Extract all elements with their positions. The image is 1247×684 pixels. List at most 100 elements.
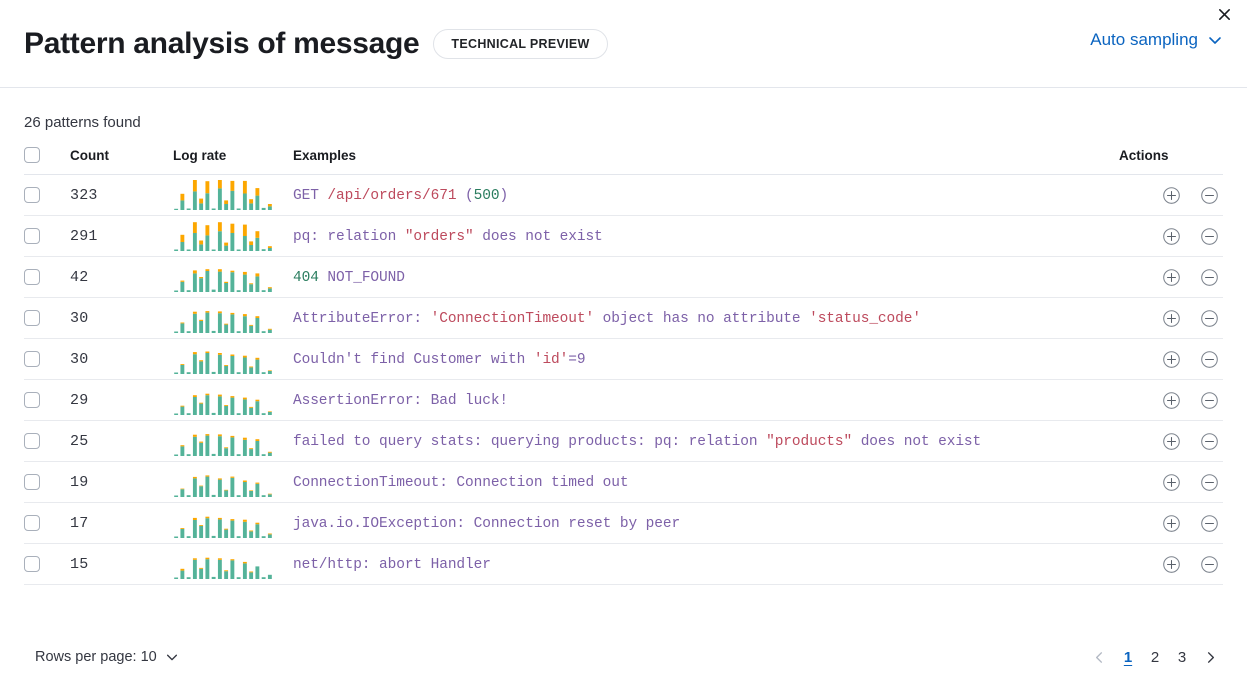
row-select-cell [24, 543, 70, 585]
column-header-actions: Actions [1119, 147, 1223, 175]
row-checkbox[interactable] [24, 351, 40, 367]
minus-in-circle-icon [1200, 227, 1219, 246]
pagination-page-2[interactable]: 2 [1150, 648, 1160, 666]
row-count-cell: 17 [70, 502, 173, 544]
minus-in-circle-icon [1200, 514, 1219, 533]
pattern-example: AssertionError: Bad luck! [293, 393, 509, 409]
row-checkbox[interactable] [24, 228, 40, 244]
filter-for-value-button[interactable] [1161, 185, 1181, 205]
filter-out-value-button[interactable] [1199, 308, 1219, 328]
row-checkbox[interactable] [24, 310, 40, 326]
row-actions-cell [1119, 543, 1223, 585]
pagination-previous-button[interactable] [1087, 644, 1112, 670]
auto-sampling-label: Auto sampling [1090, 30, 1198, 49]
chevron-left-icon [1092, 650, 1107, 665]
row-example-cell: AssertionError: Bad luck! [293, 379, 1119, 421]
select-all-header [24, 147, 70, 175]
filter-out-value-button[interactable] [1199, 472, 1219, 492]
plus-in-circle-icon [1162, 432, 1181, 451]
log-rate-sparkline [173, 508, 293, 538]
row-log-rate-cell [173, 461, 293, 503]
filter-for-value-button[interactable] [1161, 349, 1181, 369]
row-actions-cell [1119, 174, 1223, 216]
filter-for-value-button[interactable] [1161, 554, 1181, 574]
row-actions-cell [1119, 297, 1223, 339]
filter-for-value-button[interactable] [1161, 267, 1181, 287]
filter-out-value-button[interactable] [1199, 390, 1219, 410]
row-checkbox[interactable] [24, 269, 40, 285]
minus-in-circle-icon [1200, 432, 1219, 451]
title-group: Pattern analysis of message TECHNICAL PR… [24, 28, 608, 59]
minus-in-circle-icon [1200, 268, 1219, 287]
row-checkbox[interactable] [24, 187, 40, 203]
row-select-cell [24, 256, 70, 298]
technical-preview-badge: TECHNICAL PREVIEW [433, 28, 608, 59]
row-actions-cell [1119, 256, 1223, 298]
row-checkbox[interactable] [24, 433, 40, 449]
log-rate-sparkline [173, 549, 293, 579]
log-rate-sparkline [173, 221, 293, 251]
minus-in-circle-icon [1200, 350, 1219, 369]
plus-in-circle-icon [1162, 555, 1181, 574]
close-button[interactable] [1213, 3, 1235, 25]
filter-for-value-button[interactable] [1161, 431, 1181, 451]
filter-out-value-button[interactable] [1199, 431, 1219, 451]
row-select-cell [24, 297, 70, 339]
row-log-rate-cell [173, 379, 293, 421]
filter-out-value-button[interactable] [1199, 267, 1219, 287]
row-checkbox[interactable] [24, 392, 40, 408]
chevron-down-icon [1207, 32, 1223, 48]
filter-for-value-button[interactable] [1161, 226, 1181, 246]
filter-for-value-button[interactable] [1161, 308, 1181, 328]
filter-for-value-button[interactable] [1161, 390, 1181, 410]
row-actions-cell [1119, 420, 1223, 462]
row-select-cell [24, 502, 70, 544]
minus-in-circle-icon [1200, 309, 1219, 328]
rows-per-page-control[interactable]: Rows per page: 10 [24, 649, 179, 665]
table-header-row: Count Log rate Examples Actions [24, 147, 1223, 175]
row-select-cell [24, 379, 70, 421]
row-example-cell: java.io.IOException: Connection reset by… [293, 502, 1119, 544]
filter-for-value-button[interactable] [1161, 513, 1181, 533]
plus-in-circle-icon [1162, 350, 1181, 369]
filter-out-value-button[interactable] [1199, 349, 1219, 369]
filter-out-value-button[interactable] [1199, 226, 1219, 246]
pattern-count: 291 [70, 228, 98, 245]
row-checkbox[interactable] [24, 556, 40, 572]
minus-in-circle-icon [1200, 473, 1219, 492]
filter-out-value-button[interactable] [1199, 554, 1219, 574]
row-count-cell: 323 [70, 174, 173, 216]
select-all-checkbox[interactable] [24, 147, 40, 163]
row-select-cell [24, 338, 70, 380]
row-actions-cell [1119, 338, 1223, 380]
row-log-rate-cell [173, 338, 293, 380]
row-checkbox[interactable] [24, 515, 40, 531]
table-row[interactable]: 17 java.io.IOException: Connection reset … [24, 502, 1223, 544]
patterns-found-count: 26 patterns found [24, 114, 141, 131]
row-checkbox[interactable] [24, 474, 40, 490]
filter-out-value-button[interactable] [1199, 185, 1219, 205]
row-example-cell: Couldn't find Customer with 'id'=9 [293, 338, 1119, 380]
filter-out-value-button[interactable] [1199, 513, 1219, 533]
rows-per-page-label: Rows per page: 10 [35, 649, 157, 665]
pattern-count: 17 [70, 515, 89, 532]
row-select-cell [24, 461, 70, 503]
pagination-next-button[interactable] [1198, 644, 1223, 670]
pagination-page-1[interactable]: 1 [1123, 648, 1133, 666]
pattern-example: failed to query stats: querying products… [293, 434, 982, 450]
filter-for-value-button[interactable] [1161, 472, 1181, 492]
auto-sampling-control[interactable]: Auto sampling [1090, 30, 1223, 50]
pagination-page-3[interactable]: 3 [1177, 648, 1187, 666]
minus-in-circle-icon [1200, 555, 1219, 574]
